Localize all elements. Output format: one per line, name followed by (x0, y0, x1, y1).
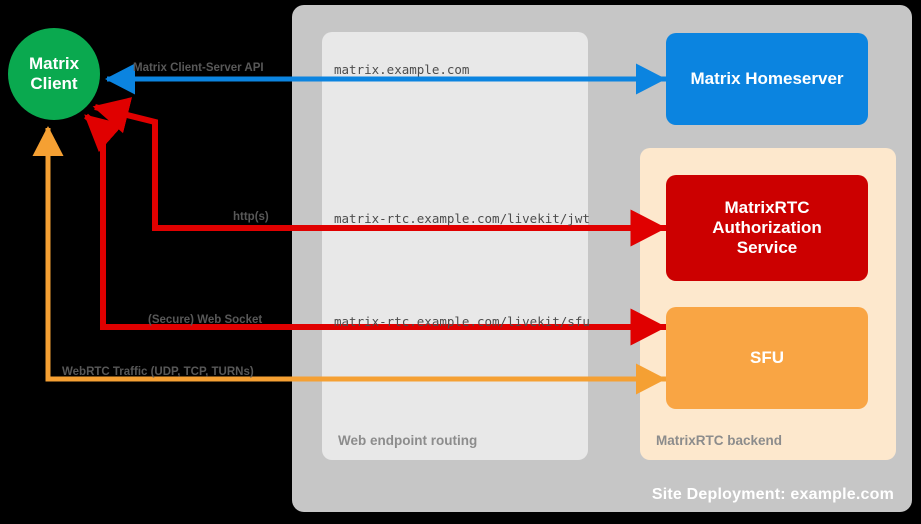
matrixrtc-backend-label: MatrixRTC backend (656, 433, 783, 448)
matrix-client-line-2: Client (30, 74, 78, 93)
web-endpoint-routing-container: Web endpoint routing (322, 32, 588, 460)
web-endpoint-routing-label: Web endpoint routing (338, 433, 478, 448)
node-matrixrtc-authorization-service[interactable]: MatrixRTC Authorization Service (666, 175, 868, 281)
auth-service-line-2: Authorization (712, 217, 822, 237)
edge-label-matrix-client-server-api: Matrix Client-Server API (133, 62, 264, 74)
edge-label-http: http(s) (233, 211, 269, 223)
edge-label-webrtc-traffic: WebRTC Traffic (UDP, TCP, TURNs) (62, 366, 254, 378)
endpoint-label-matrix-example-com: matrix.example.com (334, 62, 470, 77)
matrix-client-line-1: Matrix (28, 53, 80, 73)
node-matrix-client[interactable]: Matrix Client (8, 28, 100, 120)
edge-label-web-socket: (Secure) Web Socket (148, 314, 263, 326)
sfu-label: SFU (750, 347, 784, 367)
node-matrix-homeserver[interactable]: Matrix Homeserver (666, 33, 868, 125)
node-sfu[interactable]: SFU (666, 307, 868, 409)
endpoint-label-livekit-jwt: matrix-rtc.example.com/livekit/jwt (334, 211, 590, 226)
auth-service-line-3: Service (736, 238, 798, 258)
matrix-homeserver-label: Matrix Homeserver (690, 68, 844, 88)
site-deployment-label: Site Deployment: example.com (651, 486, 894, 503)
auth-service-line-1: MatrixRTC (724, 197, 810, 217)
endpoint-label-livekit-sfu: matrix-rtc.example.com/livekit/sfu (334, 314, 590, 329)
